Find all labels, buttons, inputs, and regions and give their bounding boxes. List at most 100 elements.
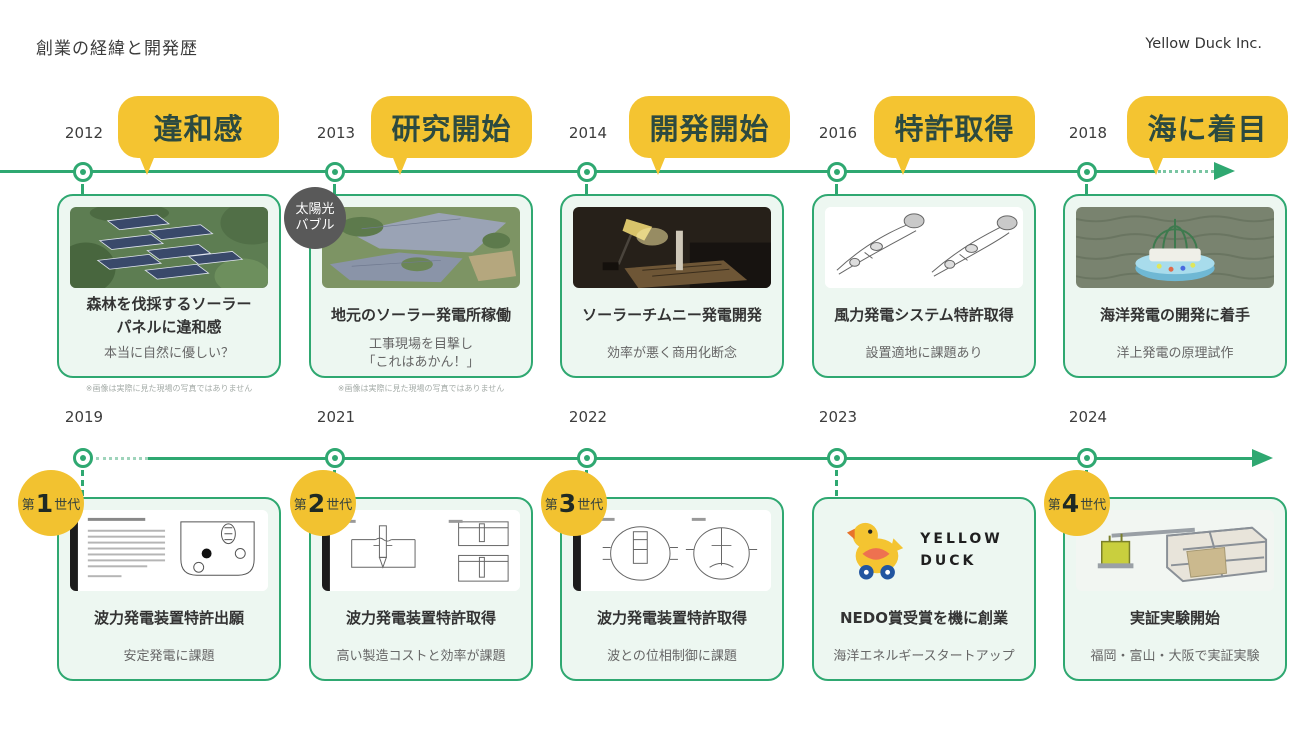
- event-card-2019: 波力発電装置特許出願 安定発電に課題: [57, 497, 281, 681]
- generation-suffix: 世代: [54, 497, 81, 513]
- generation-number: 4: [1061, 488, 1080, 518]
- speech-bubble-label: 開発開始: [649, 112, 770, 146]
- timeline-node-2012: [73, 162, 93, 182]
- event-card-2022: 波力発電装置特許取得 波との位相制御に課題: [560, 497, 784, 681]
- year-label-2018: 2018: [1068, 124, 1108, 142]
- patent-document-drawing: [70, 510, 268, 591]
- timeline-node-2018: [1077, 162, 1097, 182]
- card-subtitle: 設置適地に課題あり: [865, 345, 983, 361]
- solar-bubble-badge: 太陽光 バブル: [284, 187, 346, 249]
- speech-bubble-tokkyo: 特許取得: [874, 96, 1035, 175]
- year-label-2021: 2021: [316, 408, 356, 426]
- card-title: 風力発電システム特許取得: [834, 306, 1014, 325]
- yellow-duck-logo: YELLOW DUCK: [814, 509, 1034, 591]
- year-label-2014: 2014: [568, 124, 608, 142]
- card-subtitle: 高い製造コストと効率が課題: [336, 648, 506, 664]
- speech-bubble-umi: 海に着目: [1127, 96, 1288, 175]
- generation-number: 3: [558, 488, 577, 518]
- company-name: Yellow Duck Inc.: [1145, 36, 1262, 52]
- timeline-node-2024: [1077, 448, 1097, 468]
- speech-bubble-kaihatsu: 開発開始: [629, 96, 790, 175]
- solar-bubble-badge-line1: 太陽光: [295, 201, 335, 217]
- timeline-node-2023: [827, 448, 847, 468]
- timeline-top-dotted-segment: [1158, 170, 1214, 173]
- node-connector: [333, 184, 336, 195]
- generation-number: 1: [35, 488, 54, 518]
- event-card-2018: 海洋発電の開発に着手 洋上発電の原理試作: [1063, 194, 1287, 378]
- year-label-2024: 2024: [1068, 408, 1108, 426]
- card-title: 波力発電装置特許取得: [596, 609, 747, 628]
- year-label-2016: 2016: [818, 124, 858, 142]
- timeline-top-arrow-icon: [1214, 162, 1235, 180]
- card-subtitle: 本当に自然に優しい？: [103, 345, 234, 361]
- patent-tank-drawing: [322, 510, 520, 591]
- cad-test-rig-render: [1076, 510, 1274, 591]
- year-label-2013: 2013: [316, 124, 356, 142]
- floating-prototype-photo: [1076, 207, 1274, 288]
- year-label-2023: 2023: [818, 408, 858, 426]
- node-connector: [81, 184, 84, 195]
- year-label-2012: 2012: [64, 124, 104, 142]
- generation-prefix: 第: [544, 497, 558, 513]
- logo-wordmark-line2: DUCK: [920, 553, 977, 569]
- card-title: 地元のソーラー発電所稼働: [330, 306, 511, 325]
- generation-prefix: 第: [293, 497, 307, 513]
- wind-patent-drawing: [825, 207, 1023, 288]
- speech-bubble-label: 違和感: [153, 112, 244, 146]
- timeline-node-2022: [577, 448, 597, 468]
- event-card-2016: 風力発電システム特許取得 設置適地に課題あり: [812, 194, 1036, 378]
- timeline-node-2019: [73, 448, 93, 468]
- card-title: ソーラーチムニー発電開発: [582, 306, 762, 325]
- card-subtitle: 効率が悪く商用化断念: [606, 345, 737, 361]
- speech-bubble-label: 特許取得: [894, 112, 1015, 146]
- year-label-2019: 2019: [64, 408, 104, 426]
- node-connector: [81, 470, 84, 496]
- photo-disclaimer: ※画像は実際に見た現場の写真ではありません: [85, 384, 253, 393]
- logo-wordmark-line1: YELLOW: [920, 530, 1003, 547]
- card-title: 森林を伐採するソーラー パネルに違和感: [86, 294, 252, 336]
- timeline-node-2021: [325, 448, 345, 468]
- generation-suffix: 世代: [577, 497, 604, 513]
- card-subtitle: 海洋エネルギースタートアップ: [833, 648, 1015, 664]
- generation-suffix: 世代: [1080, 497, 1107, 513]
- timeline-node-2013: [325, 162, 345, 182]
- speech-bubble-iwakan: 違和感: [118, 96, 279, 175]
- node-connector: [585, 184, 588, 195]
- event-card-2024: 実証実験開始 福岡・富山・大阪で実証実験: [1063, 497, 1287, 681]
- event-card-2014: ソーラーチムニー発電開発 効率が悪く商用化断念: [560, 194, 784, 378]
- card-subtitle: 工事現場を目撃し 「これはあかん！」: [362, 336, 480, 370]
- generation-prefix: 第: [1047, 497, 1061, 513]
- card-title: 実証実験開始: [1129, 609, 1220, 628]
- node-connector: [835, 184, 838, 195]
- card-subtitle: 安定発電に課題: [123, 648, 215, 664]
- duck-icon: [847, 522, 904, 580]
- aerial-solar-photo: [322, 207, 520, 288]
- patent-egg-drawing: [573, 510, 771, 591]
- logo-wordmark: YELLOW DUCK: [920, 528, 1002, 573]
- photo-disclaimer: ※画像は実際に見た現場の写真ではありません: [337, 384, 505, 393]
- timeline-node-2016: [827, 162, 847, 182]
- speech-bubble-label: 海に着目: [1147, 112, 1268, 146]
- forest-solar-photo: [70, 207, 268, 288]
- speech-bubble-kenkyu: 研究開始: [371, 96, 532, 175]
- event-card-2021: 波力発電装置特許取得 高い製造コストと効率が課題: [309, 497, 533, 681]
- generation-number: 2: [307, 488, 326, 518]
- card-subtitle: 福岡・富山・大阪で実証実験: [1090, 648, 1260, 664]
- solar-bubble-badge-line2: バブル: [295, 218, 335, 233]
- timeline-bottom-arrow-icon: [1252, 449, 1273, 467]
- card-title: 波力発電装置特許出願: [93, 609, 244, 628]
- timeline-bottom-dotted-segment: [96, 457, 148, 460]
- card-title: 波力発電装置特許取得: [345, 609, 496, 628]
- generation-prefix: 第: [21, 497, 35, 513]
- event-card-2023: YELLOW DUCK NEDO賞受賞を機に創業 海洋エネルギースタートアップ: [812, 497, 1036, 681]
- node-connector: [835, 470, 838, 496]
- timeline-node-2014: [577, 162, 597, 182]
- page-title: 創業の経緯と開発歴: [36, 39, 198, 59]
- generation-suffix: 世代: [326, 497, 353, 513]
- timeline-bottom-line: [148, 457, 1252, 460]
- year-label-2022: 2022: [568, 408, 608, 426]
- node-connector: [1085, 184, 1088, 195]
